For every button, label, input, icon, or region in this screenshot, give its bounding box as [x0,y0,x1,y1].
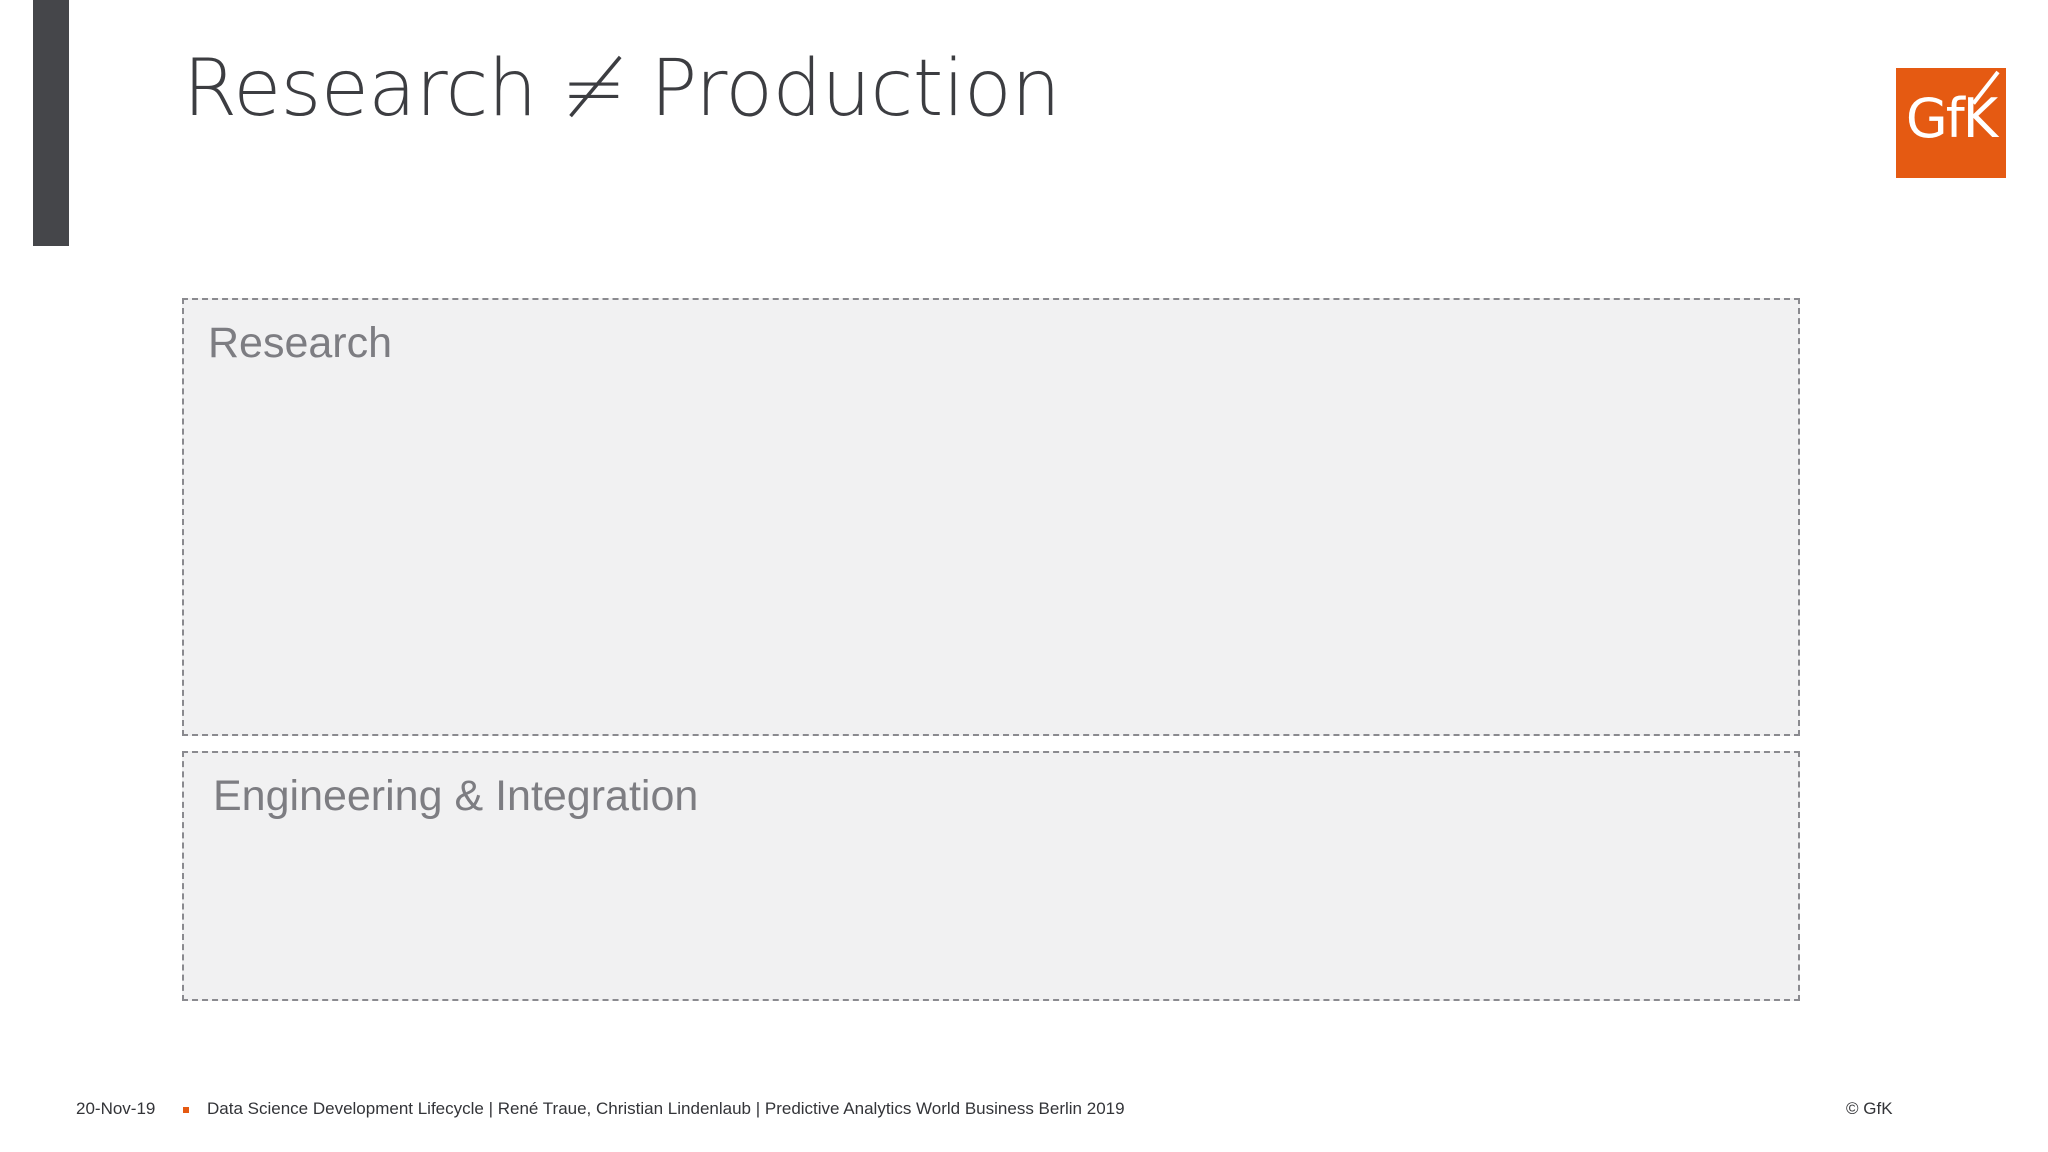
engineering-panel-label: Engineering & Integration [213,772,699,820]
footer-copyright: © GfK [1846,1099,1893,1118]
gfk-logo: GfK [1896,68,2006,178]
footer-date: 20-Nov-19 [76,1099,156,1118]
slide-title: Research ≠ Production [183,44,1061,134]
research-panel: Research [182,298,1800,736]
footer-info: Data Science Development Lifecycle | Ren… [207,1099,1125,1118]
research-panel-label: Research [208,319,393,367]
logo-text: GfK [1905,87,1998,150]
slide-accent-bar [33,0,69,246]
footer-bullet [183,1107,189,1113]
engineering-panel: Engineering & Integration [182,751,1800,1001]
